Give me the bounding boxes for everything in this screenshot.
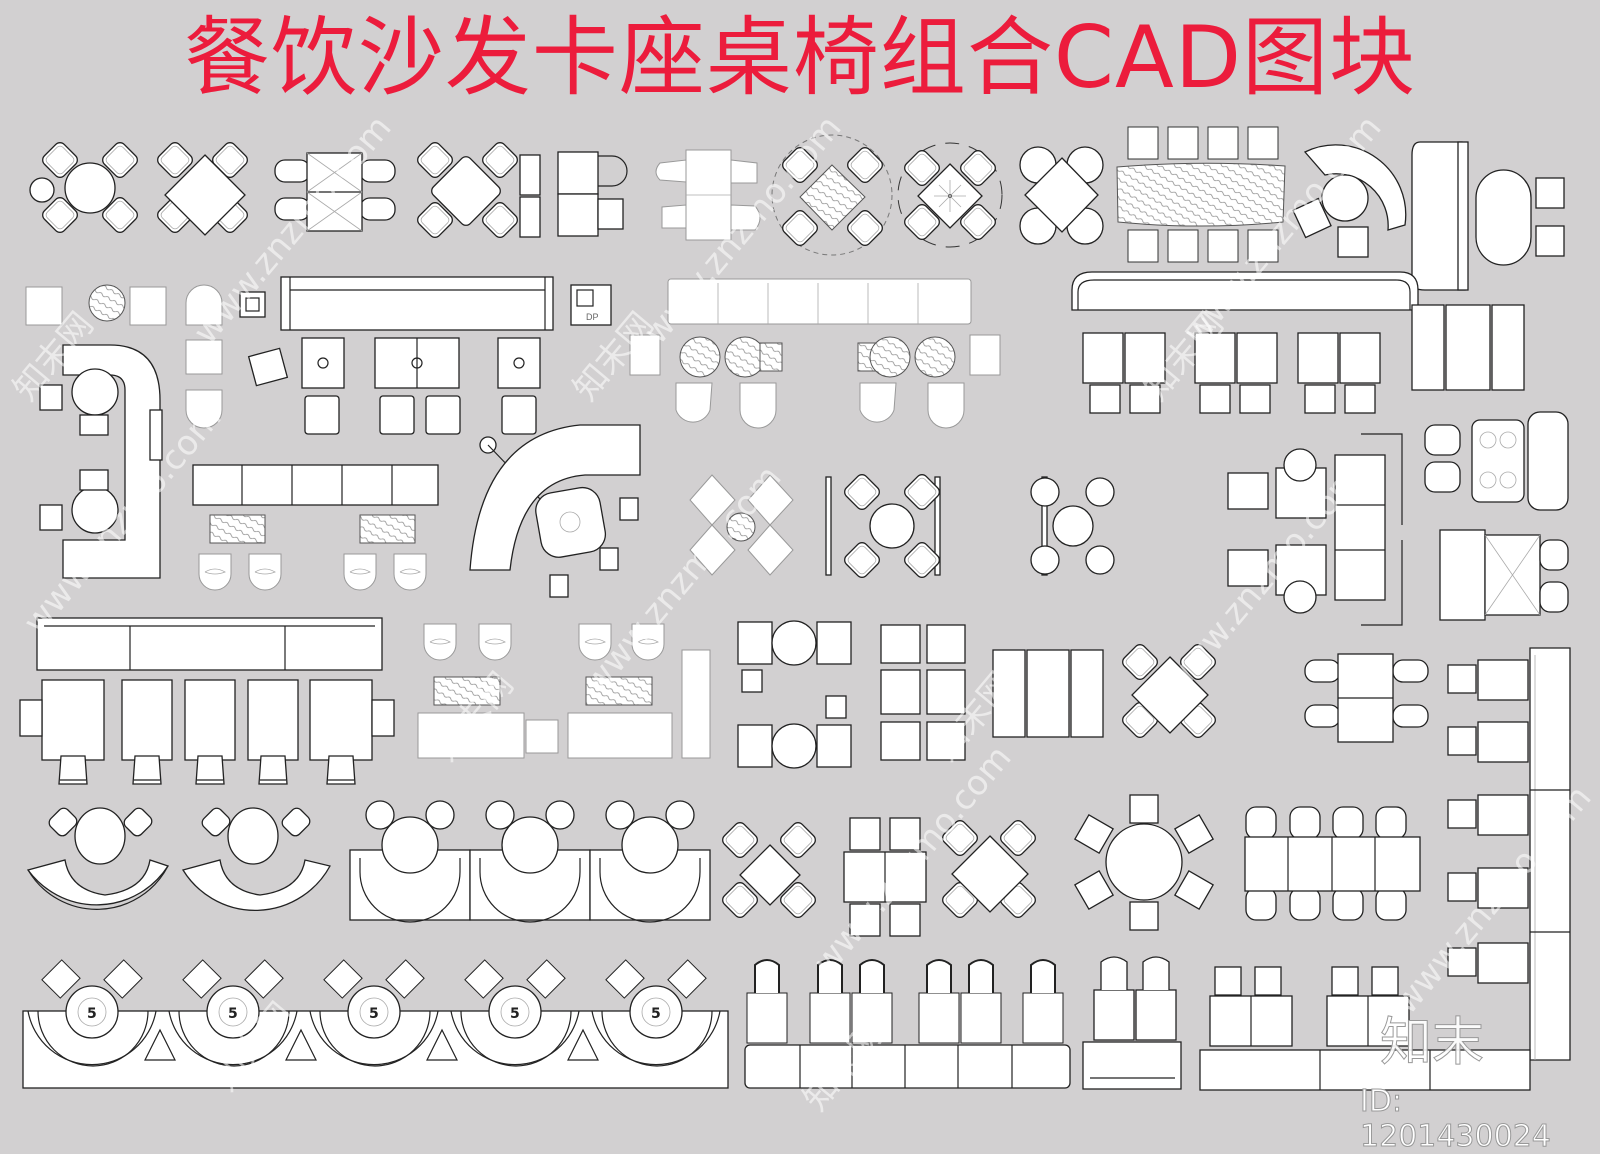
sofa-set-coffee-table: [192, 464, 439, 591]
tub-chairs-coffee-tables: [417, 623, 711, 759]
booth-table-bentwood-chairs: [519, 151, 628, 238]
diamond-table-4-chairs: [154, 139, 251, 236]
round-table-4-chairs-partition: [825, 471, 1115, 581]
rounded-square-table-4-chairs: [414, 139, 521, 241]
square-table-4-chairs-b: [1304, 653, 1429, 743]
rect-table-4-chairs: [843, 817, 927, 937]
living-sofa-set: [1227, 433, 1403, 626]
round-table-4-chairs: [29, 139, 141, 236]
long-banquette-5-seats: [280, 276, 554, 331]
wood-grain-table-4-chairs: [771, 134, 893, 256]
sofa-bench: [1082, 956, 1182, 1090]
u-booth-3: [349, 800, 711, 923]
lounge-diamond-chairs: [689, 474, 794, 576]
l-shaped-booth: [39, 344, 163, 579]
oval-table-2-chairs: [1475, 169, 1565, 266]
planter-box: DP: [570, 284, 612, 326]
long-wall-sofa-tables: [1447, 647, 1571, 1061]
svg-text:5: 5: [369, 1006, 379, 1022]
double-booth: [992, 649, 1104, 738]
wood-slab-long-table-8-chairs: [1116, 126, 1286, 263]
dp-tag: DP: [586, 312, 599, 322]
curved-bar-banquette: [1071, 271, 1419, 311]
long-banquette-6-seats: [667, 278, 972, 325]
bar-tables-with-stools: [1082, 332, 1381, 414]
bar-counter-stools: [744, 959, 1071, 1089]
double-bench-tables: [1439, 529, 1569, 621]
armchair-pair-round-side-table: [25, 284, 266, 326]
diamond-table-4-chairs-b: [1119, 641, 1219, 741]
square-table-4-chairs: [274, 152, 396, 232]
semicircle-booth-5: 5 5 5 5 5: [22, 959, 729, 1089]
armchairs-round-tables: [737, 620, 852, 769]
svg-text:5: 5: [651, 1006, 661, 1022]
image-id: ID: 1201430024: [1360, 1084, 1552, 1154]
long-table-8-chairs: [1244, 806, 1421, 921]
booth-table-4: [1424, 411, 1569, 511]
booth-unit: 5: [27, 985, 157, 1067]
lounge-chairs-round-table: [629, 334, 1001, 429]
semicircle-booth-2: [26, 807, 331, 911]
booth-sofa-pair: [1411, 304, 1525, 391]
square-table-round-chairs: [1019, 146, 1104, 245]
round-table-8-chairs: [1073, 794, 1215, 931]
brand-logo: 知末: [1379, 1013, 1485, 1074]
svg-text:5: 5: [510, 1006, 520, 1022]
svg-text:5: 5: [228, 1006, 238, 1022]
curved-sofa-round-table: [1292, 144, 1407, 258]
diamond-table-4-d: [939, 817, 1039, 921]
square-armchair-set: [880, 624, 966, 761]
square-table-armchairs: [655, 149, 761, 241]
l-sofa-tables: [1199, 966, 1531, 1091]
svg-text:5: 5: [87, 1006, 97, 1022]
coffee-tables: [185, 337, 541, 435]
long-sofa-5-tables: [19, 617, 395, 785]
umbrella-table-4-chairs: [897, 142, 1003, 248]
page-title: 餐饮沙发卡座桌椅组合CAD图块: [183, 8, 1417, 108]
bench-sofa: [1411, 141, 1469, 291]
square-table-4-c: [719, 819, 819, 921]
curved-sectional-sofa: [469, 424, 641, 598]
